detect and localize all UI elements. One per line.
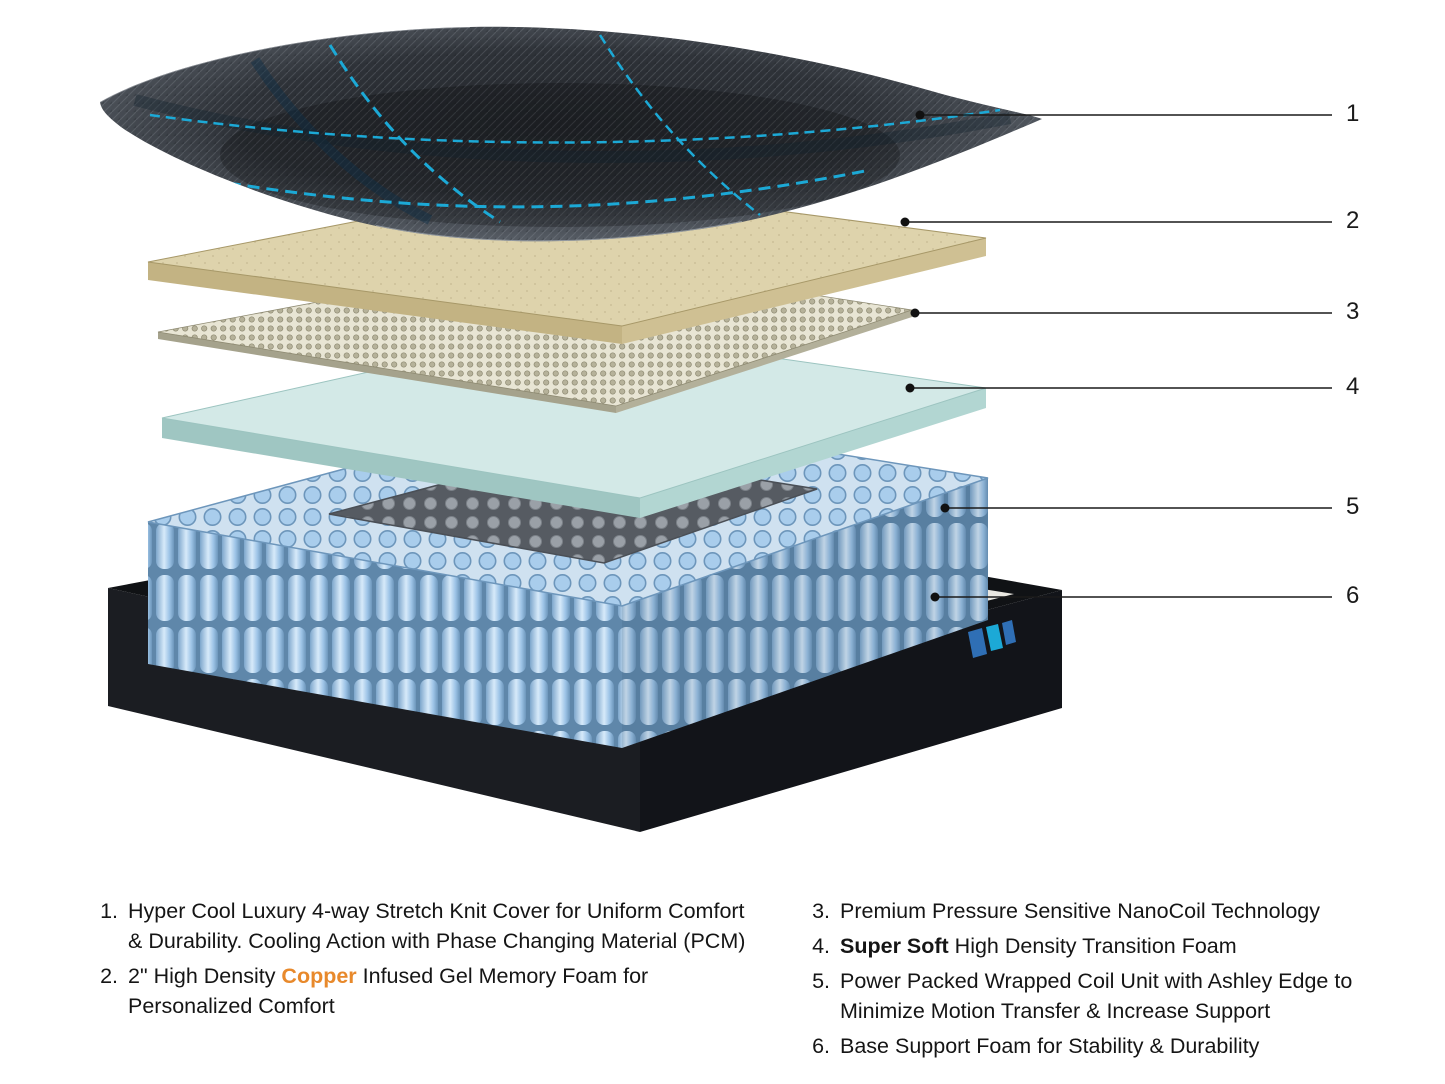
legend-item-number: 3.: [812, 899, 830, 923]
callout-number-5: 5: [1346, 493, 1360, 520]
copper-highlight: Copper: [281, 964, 357, 989]
legend-item-6: 6. Base Support Foam for Stability & Dur…: [800, 1031, 1380, 1061]
legend-item-4: 4. Super Soft High Density Transition Fo…: [800, 931, 1380, 961]
legend-item-text: Super Soft High Density Transition Foam: [840, 934, 1237, 959]
legend-column-left: 1. Hyper Cool Luxury 4-way Stretch Knit …: [88, 896, 748, 1026]
legend-item-number: 6.: [812, 1034, 830, 1059]
legend-item-text: Premium Pressure Sensitive NanoCoil Tech…: [840, 899, 1320, 923]
super-soft-highlight: Super Soft: [840, 934, 949, 959]
callout-number-3: 3: [1346, 298, 1360, 325]
legend-item-text: 2" High Density Copper Infused Gel Memor…: [128, 964, 649, 1019]
layer-gel-memory-foam: [147, 181, 987, 344]
legend-item-1: 1. Hyper Cool Luxury 4-way Stretch Knit …: [88, 896, 748, 956]
callout-lines: [900, 110, 1332, 602]
legend-item-text: Hyper Cool Luxury 4-way Stretch Knit Cov…: [128, 899, 746, 954]
legend-item-number: 4.: [812, 934, 830, 959]
legend-item-2: 2. 2" High Density Copper Infused Gel Me…: [88, 961, 748, 1021]
legend-item-text: Power Packed Wrapped Coil Unit with Ashl…: [840, 969, 1353, 1024]
callout-number-4: 4: [1346, 373, 1360, 400]
legend-item-text: Base Support Foam for Stability & Durabi…: [840, 1034, 1260, 1059]
legend-item-5: 5. Power Packed Wrapped Coil Unit with A…: [800, 966, 1380, 1026]
layer-knit-cover: [100, 26, 1042, 242]
legend-item-3: 3. Premium Pressure Sensitive NanoCoil T…: [800, 896, 1380, 926]
mattress-diagram: 1 2 3 4 5 6: [100, 26, 1360, 832]
mattress-illustration: [100, 26, 1332, 832]
callout-number-1: 1: [1346, 100, 1360, 127]
legend-item-number: 1.: [100, 899, 118, 923]
callout-number-6: 6: [1346, 582, 1360, 609]
legend-item-number: 5.: [812, 969, 830, 994]
callout-number-2: 2: [1346, 207, 1360, 234]
ashley-logo-icon: [968, 620, 1016, 658]
legend-column-right: 3. Premium Pressure Sensitive NanoCoil T…: [800, 896, 1380, 1066]
legend-item-number: 2.: [100, 964, 118, 989]
